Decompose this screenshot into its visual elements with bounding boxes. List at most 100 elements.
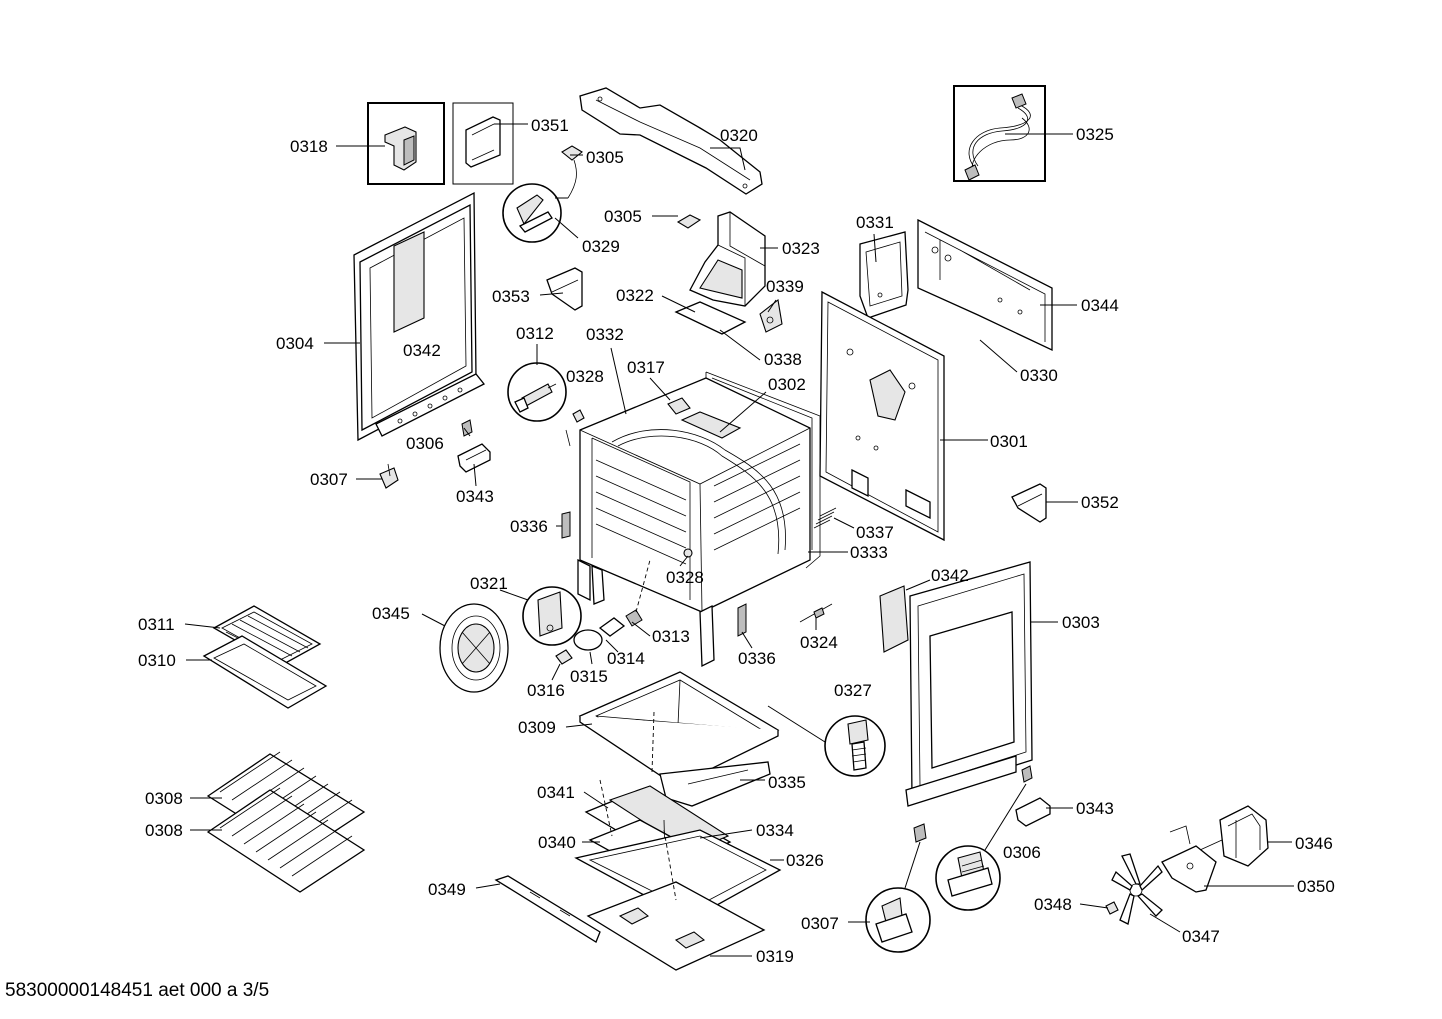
callout-0324: 0324 bbox=[800, 633, 838, 652]
callout-0338: 0338 bbox=[764, 350, 802, 369]
part-0349-strip bbox=[494, 875, 601, 943]
callout-0321: 0321 bbox=[470, 574, 508, 593]
callout-0304: 0304 bbox=[276, 334, 314, 353]
part-0343-bracket-left bbox=[457, 443, 491, 473]
callout-0314: 0314 bbox=[607, 649, 645, 668]
callout-0330: 0330 bbox=[1020, 366, 1058, 385]
part-0310-drip-tray bbox=[202, 635, 328, 709]
callout-0332: 0332 bbox=[586, 325, 624, 344]
callout-0301: 0301 bbox=[990, 432, 1028, 451]
part-0332-oven-cavity bbox=[577, 377, 811, 668]
part-0307-hinge-left bbox=[379, 463, 399, 489]
callout-0329: 0329 bbox=[582, 237, 620, 256]
callout-0307-left: 0307 bbox=[310, 470, 348, 489]
part-0346-fan-motor bbox=[1199, 805, 1269, 867]
callout-0318: 0318 bbox=[290, 137, 328, 156]
callout-0309: 0309 bbox=[518, 718, 556, 737]
callout-0349: 0349 bbox=[428, 880, 466, 899]
document-code: 58300000148451 aet 000 a 3/5 bbox=[5, 980, 270, 1001]
callout-0305-top: 0305 bbox=[586, 148, 624, 167]
part-0312-thermostat bbox=[507, 362, 567, 422]
callout-0308-lower: 0308 bbox=[145, 821, 183, 840]
part-0304-left-side-panel bbox=[353, 191, 486, 442]
part-0335-plate bbox=[659, 761, 771, 807]
callout-0310: 0310 bbox=[138, 651, 176, 670]
callout-0347: 0347 bbox=[1182, 927, 1220, 946]
part-0320-top-rail bbox=[579, 87, 763, 195]
callout-0317: 0317 bbox=[627, 358, 665, 377]
part-0343-bracket-right bbox=[1015, 797, 1051, 827]
part-0328-clip bbox=[565, 409, 585, 447]
part-0301-back-plate bbox=[819, 290, 945, 542]
callout-0352: 0352 bbox=[1081, 493, 1119, 512]
callout-0312: 0312 bbox=[516, 324, 554, 343]
part-0303-right-side-panel bbox=[905, 561, 1033, 807]
callout-0320: 0320 bbox=[720, 126, 758, 145]
callout-0340: 0340 bbox=[538, 833, 576, 852]
callout-0308-upper: 0308 bbox=[145, 789, 183, 808]
callout-0327: 0327 bbox=[834, 681, 872, 700]
part-0331-panel bbox=[859, 231, 909, 319]
callout-0334: 0334 bbox=[756, 821, 794, 840]
part-0351-cover bbox=[452, 102, 514, 185]
part-0352-bracket bbox=[1011, 483, 1047, 523]
callout-0343-left: 0343 bbox=[456, 487, 494, 506]
callout-0319: 0319 bbox=[756, 947, 794, 966]
callout-0343-right: 0343 bbox=[1076, 799, 1114, 818]
part-0344-rear-cover bbox=[917, 218, 1053, 352]
callout-0339: 0339 bbox=[766, 277, 804, 296]
callout-0336-right: 0336 bbox=[738, 649, 776, 668]
part-0318-bracket bbox=[367, 102, 445, 185]
callout-0344: 0344 bbox=[1081, 296, 1119, 315]
part-0317-sensor bbox=[667, 397, 691, 415]
callout-0342-left: 0342 bbox=[403, 341, 441, 360]
part-0319-bottom-plate bbox=[586, 881, 766, 971]
part-0307-hinge-right bbox=[865, 823, 931, 953]
part-0342-panel-right bbox=[879, 585, 909, 653]
callout-0348: 0348 bbox=[1034, 895, 1072, 914]
callout-labels: 0318 0351 0305 0320 0325 0305 0329 0323 … bbox=[138, 116, 1335, 966]
callout-0311: 0311 bbox=[138, 615, 175, 634]
callout-0337: 0337 bbox=[856, 523, 894, 542]
callout-0303: 0303 bbox=[1062, 613, 1100, 632]
callout-0346: 0346 bbox=[1295, 834, 1333, 853]
callout-0316: 0316 bbox=[527, 681, 565, 700]
leader-lines bbox=[184, 123, 1294, 957]
callout-0302: 0302 bbox=[768, 375, 806, 394]
part-0306-foot-left bbox=[461, 419, 473, 437]
part-0336-strip-left bbox=[561, 511, 571, 539]
callout-0345: 0345 bbox=[372, 604, 410, 623]
callout-0353: 0353 bbox=[492, 287, 530, 306]
callout-0328-upper: 0328 bbox=[566, 367, 604, 386]
callout-0351: 0351 bbox=[531, 116, 569, 135]
callout-0325: 0325 bbox=[1076, 125, 1114, 144]
part-0336-strip-right bbox=[737, 603, 747, 637]
callout-0322: 0322 bbox=[616, 286, 654, 305]
part-0327-screw bbox=[767, 705, 886, 777]
callout-0313: 0313 bbox=[652, 627, 690, 646]
part-0353-bracket bbox=[546, 267, 583, 311]
part-0324-pin bbox=[799, 603, 833, 623]
callout-0341: 0341 bbox=[537, 783, 575, 802]
part-0323-duct bbox=[689, 211, 766, 307]
part-0322-0339-brackets bbox=[674, 298, 783, 335]
callout-0306-left: 0306 bbox=[406, 434, 444, 453]
callout-0328-lower: 0328 bbox=[666, 568, 704, 587]
callout-0342-right: 0342 bbox=[931, 566, 969, 585]
part-0337-spring bbox=[813, 507, 837, 529]
callout-0335: 0335 bbox=[768, 773, 806, 792]
part-0329-detail bbox=[502, 183, 568, 243]
callout-0305-mid: 0305 bbox=[604, 207, 642, 226]
part-0313-0316-lamp-assembly bbox=[555, 609, 643, 665]
callout-0306-right: 0306 bbox=[1003, 843, 1041, 862]
callout-0336-left: 0336 bbox=[510, 517, 548, 536]
part-0348-nut bbox=[1105, 901, 1119, 915]
callout-0333: 0333 bbox=[850, 543, 888, 562]
callout-0323: 0323 bbox=[782, 239, 820, 258]
callout-0326: 0326 bbox=[786, 851, 824, 870]
part-0328-clip-lower bbox=[683, 548, 693, 558]
part-0347-fan-blade bbox=[1111, 853, 1163, 925]
part-0345-fan-cover bbox=[439, 603, 509, 693]
callout-0307-right: 0307 bbox=[801, 914, 839, 933]
